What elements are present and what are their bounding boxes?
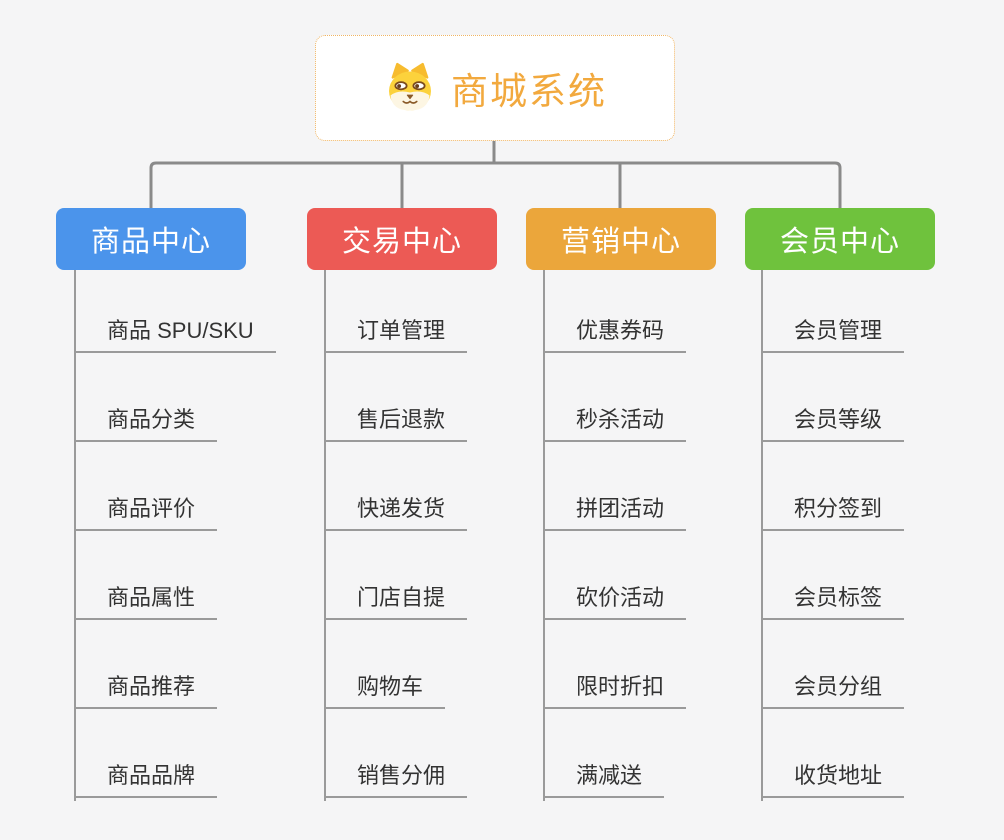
branch-header-label: 营销中心 (560, 226, 681, 258)
branch-header-marketing-center[interactable]: 营销中心 (526, 208, 716, 270)
leaf-node[interactable]: 收货地址 (762, 758, 905, 798)
branch-header-label: 商品中心 (90, 226, 211, 258)
leaf-node[interactable]: 销售分佣 (325, 758, 468, 798)
leaf-node[interactable]: 快递发货 (325, 491, 468, 531)
leaf-node[interactable]: 会员标签 (762, 580, 905, 620)
leaf-node[interactable]: 拼团活动 (544, 491, 687, 531)
leaf-node[interactable]: 商品 SPU/SKU (75, 313, 276, 353)
branch-header-label: 会员中心 (779, 226, 900, 258)
branch-header-label: 交易中心 (341, 226, 462, 258)
leaf-node[interactable]: 优惠券码 (544, 313, 687, 353)
leaf-node[interactable]: 限时折扣 (544, 669, 687, 709)
leaf-node[interactable]: 售后退款 (325, 402, 468, 442)
dog-face-icon (389, 62, 431, 111)
leaf-node[interactable]: 门店自提 (325, 580, 468, 620)
leaf-node[interactable]: 会员分组 (762, 669, 905, 709)
root-node[interactable]: 商城系统 (315, 35, 675, 141)
leaf-node[interactable]: 订单管理 (325, 313, 468, 353)
leaf-node[interactable]: 商品评价 (75, 491, 218, 531)
branch-trunk-line (324, 270, 326, 801)
leaf-node[interactable]: 商品推荐 (75, 669, 218, 709)
leaf-node[interactable]: 砍价活动 (544, 580, 687, 620)
leaf-node[interactable]: 商品分类 (75, 402, 218, 442)
leaf-node[interactable]: 满减送 (544, 758, 665, 798)
root-title: 商城系统 (451, 71, 607, 112)
leaf-node[interactable]: 会员等级 (762, 402, 905, 442)
branch-header-trade-center[interactable]: 交易中心 (307, 208, 497, 270)
branch-trunk-line (761, 270, 763, 801)
leaf-node[interactable]: 会员管理 (762, 313, 905, 353)
branch-header-product-center[interactable]: 商品中心 (56, 208, 246, 270)
leaf-node[interactable]: 商品品牌 (75, 758, 218, 798)
branch-trunk-line (74, 270, 76, 801)
leaf-node[interactable]: 购物车 (325, 669, 446, 709)
leaf-node[interactable]: 秒杀活动 (544, 402, 687, 442)
leaf-node[interactable]: 积分签到 (762, 491, 905, 531)
leaf-node[interactable]: 商品属性 (75, 580, 218, 620)
branch-header-member-center[interactable]: 会员中心 (745, 208, 935, 270)
branch-rail-line (149, 161, 842, 208)
branch-trunk-line (543, 270, 545, 801)
